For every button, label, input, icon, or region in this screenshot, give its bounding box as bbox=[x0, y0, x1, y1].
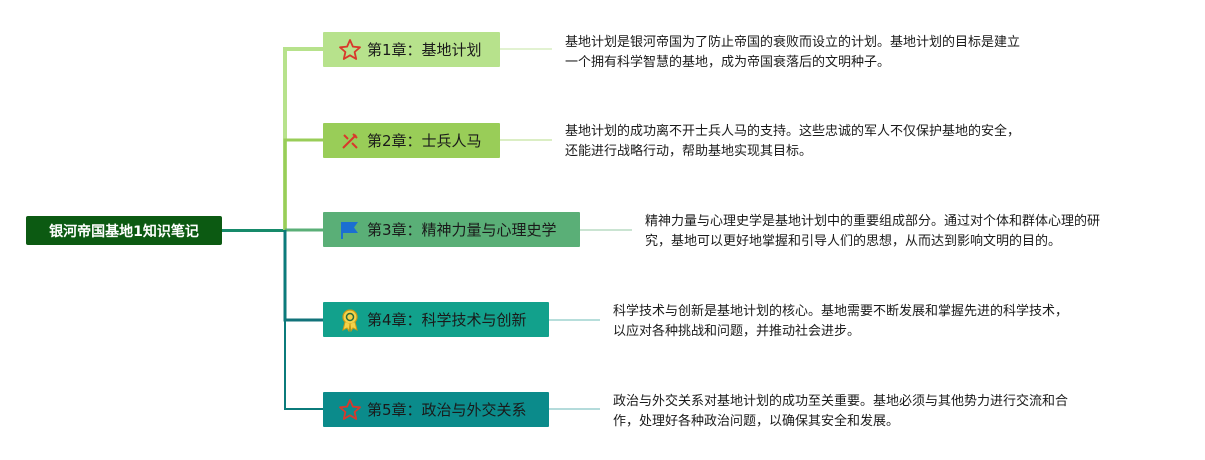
note-line: 科学技术与创新是基地计划的核心。基地需要不断发展和掌握先进的科学技术， bbox=[613, 304, 1069, 319]
chapter-note-3: 精神力量与心理史学是基地计划中的重要组成部分。通过对个体和群体心理的研 究，基地… bbox=[645, 212, 1100, 252]
note-line: 作，处理好各种政治问题，以确保其安全和发展。 bbox=[613, 414, 900, 429]
chapter-node-1[interactable]: 第1章：基地计划 bbox=[323, 32, 500, 67]
chapter-note-5: 政治与外交关系对基地计划的成功至关重要。基地必须与其他势力进行交流和合 作，处理… bbox=[613, 392, 1068, 432]
blue-flag-icon bbox=[337, 217, 363, 243]
chapter-note-2: 基地计划的成功离不开士兵人马的支持。这些忠诚的军人不仅保护基地的安全， 还能进行… bbox=[565, 122, 1020, 162]
chapter-node-4[interactable]: 第4章：科学技术与创新 bbox=[323, 302, 549, 337]
note-line: 政治与外交关系对基地计划的成功至关重要。基地必须与其他势力进行交流和合 bbox=[613, 394, 1069, 409]
star-outline-icon bbox=[337, 397, 363, 423]
chapter-title-1: 第1章：基地计划 bbox=[367, 41, 482, 59]
note-line: 一个拥有科学智慧的基地，成为帝国衰落后的文明种子。 bbox=[565, 55, 891, 70]
note-line: 精神力量与心理史学是基地计划中的重要组成部分。通过对个体和群体心理的研 bbox=[645, 214, 1101, 229]
note-line: 以应对各种挑战和问题，并推动社会进步。 bbox=[613, 324, 861, 339]
branch-line-5 bbox=[284, 230, 323, 410]
chapter-node-5[interactable]: 第5章：政治与外交关系 bbox=[323, 392, 549, 427]
root-title: 银河帝国基地1知识笔记 bbox=[49, 223, 199, 240]
note-line: 基地计划的成功离不开士兵人马的支持。这些忠诚的军人不仅保护基地的安全， bbox=[565, 124, 1021, 139]
chapter-title-4: 第4章：科学技术与创新 bbox=[367, 311, 527, 329]
branch-line-2 bbox=[283, 138, 323, 230]
crossed-swords-icon bbox=[337, 128, 363, 154]
chapter-node-3[interactable]: 第3章：精神力量与心理史学 bbox=[323, 212, 580, 247]
star-outline-icon bbox=[337, 37, 363, 63]
chapter-node-2[interactable]: 第2章：士兵人马 bbox=[323, 123, 500, 158]
chapter-title-5: 第5章：政治与外交关系 bbox=[367, 401, 527, 419]
branch-line-4 bbox=[283, 230, 323, 322]
chapter-note-4: 科学技术与创新是基地计划的核心。基地需要不断发展和掌握先进的科学技术， 以应对各… bbox=[613, 302, 1068, 342]
chapter-title-3: 第3章：精神力量与心理史学 bbox=[367, 221, 557, 239]
award-medal-icon bbox=[337, 307, 363, 333]
chapter-note-1: 基地计划是银河帝国为了防止帝国的衰败而设立的计划。基地计划的目标是建立 一个拥有… bbox=[565, 33, 1020, 73]
note-line: 究，基地可以更好地掌握和引导人们的思想，从而达到影响文明的目的。 bbox=[645, 234, 1062, 249]
note-line: 还能进行战略行动，帮助基地实现其目标。 bbox=[565, 144, 813, 159]
chapter-title-2: 第2章：士兵人马 bbox=[367, 132, 482, 150]
note-line: 基地计划是银河帝国为了防止帝国的衰败而设立的计划。基地计划的目标是建立 bbox=[565, 35, 1021, 50]
root-node[interactable]: 银河帝国基地1知识笔记 bbox=[26, 216, 222, 245]
